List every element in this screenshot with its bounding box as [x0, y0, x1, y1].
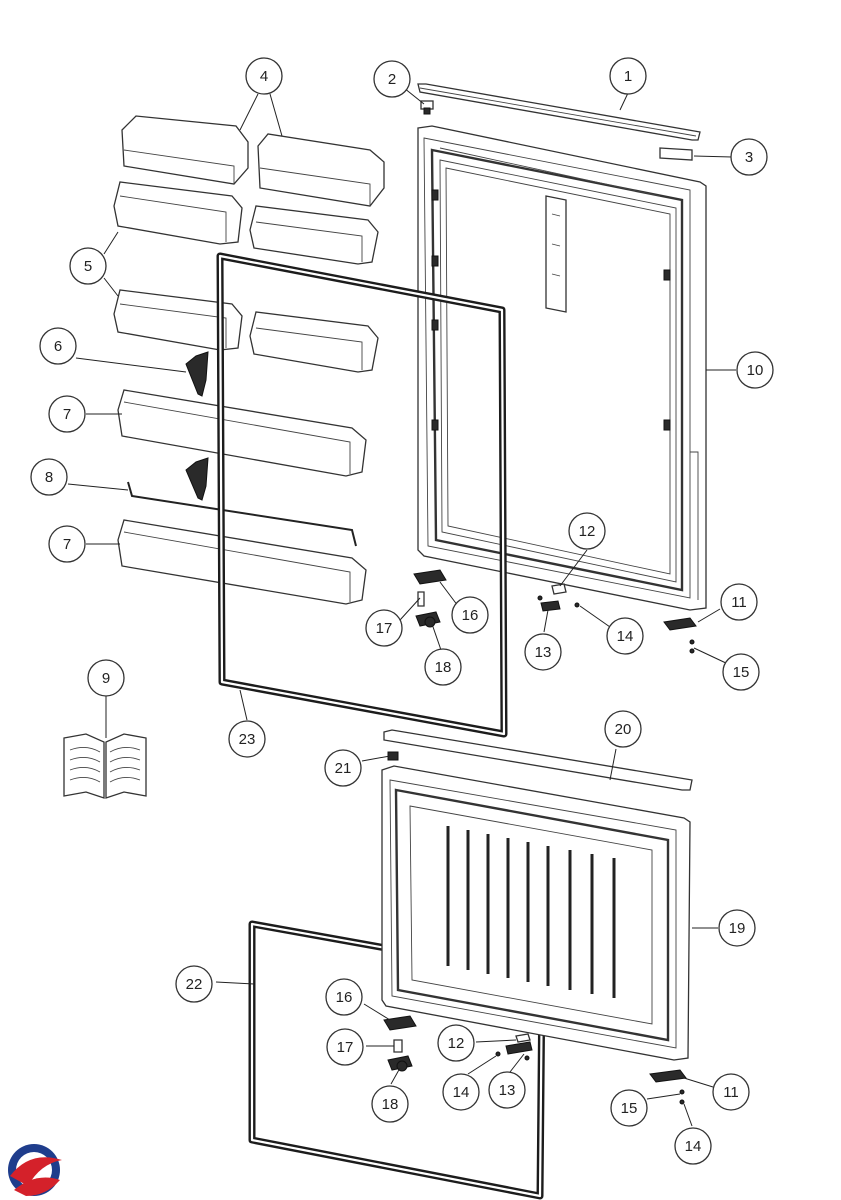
callout-8: 8 — [30, 458, 68, 496]
freezer-top-trim — [383, 729, 693, 791]
fridge-door-gasket — [216, 252, 508, 738]
svg-text:3: 3 — [745, 149, 753, 166]
callout-17a: 17 — [365, 609, 403, 647]
fridge-door-top-trim — [417, 83, 701, 141]
callout-13a: 13 — [524, 633, 562, 671]
svg-text:18: 18 — [435, 659, 452, 676]
svg-text:6: 6 — [54, 338, 62, 355]
long-bin-2 — [117, 519, 367, 605]
callout-6: 6 — [39, 327, 77, 365]
manual-book-icon — [63, 733, 147, 799]
callout-12b: 12 — [437, 1024, 475, 1062]
bin-cover-right — [257, 133, 385, 207]
upper-stopper-parts — [537, 583, 697, 654]
leader-lines — [67, 87, 736, 1127]
callouts: 1 2 3 4 5 6 7 8 7 9 10 11 12 13 14 15 16… — [30, 57, 774, 1165]
callout-15b: 15 — [610, 1089, 648, 1127]
callout-11a: 11 — [720, 583, 758, 621]
callout-13b: 13 — [488, 1071, 526, 1109]
callout-1: 1 — [609, 57, 647, 95]
small-bin-3 — [113, 289, 243, 351]
callout-23: 23 — [228, 720, 266, 758]
callout-7a: 7 — [48, 395, 86, 433]
svg-text:13: 13 — [535, 644, 552, 661]
door-bins — [113, 115, 385, 605]
svg-text:17: 17 — [376, 620, 393, 637]
callout-14b: 14 — [442, 1073, 480, 1111]
svg-text:2: 2 — [388, 71, 396, 88]
svg-text:16: 16 — [462, 607, 479, 624]
svg-text:22: 22 — [186, 976, 203, 993]
svg-text:4: 4 — [260, 68, 268, 85]
callout-10: 10 — [736, 351, 774, 389]
callout-2: 2 — [373, 60, 411, 98]
top-hinge-bushing — [420, 100, 434, 115]
svg-text:1: 1 — [624, 68, 632, 85]
svg-text:18: 18 — [382, 1096, 399, 1113]
callout-3: 3 — [730, 138, 768, 176]
freezer-door-assembly — [381, 729, 693, 1105]
svg-text:8: 8 — [45, 469, 53, 486]
callout-9: 9 — [87, 659, 125, 697]
callout-18a: 18 — [424, 648, 462, 686]
svg-text:15: 15 — [621, 1100, 638, 1117]
bin-clip-1 — [185, 351, 209, 397]
callout-5: 5 — [69, 247, 107, 285]
svg-text:21: 21 — [335, 760, 352, 777]
callout-22: 22 — [175, 965, 213, 1003]
long-bin-1 — [117, 389, 367, 477]
svg-text:7: 7 — [63, 536, 71, 553]
callout-12a: 12 — [568, 512, 606, 550]
upper-lower-hinge-set — [413, 569, 447, 628]
callout-14a: 14 — [606, 617, 644, 655]
callout-4: 4 — [245, 57, 283, 95]
callout-20: 20 — [604, 710, 642, 748]
callout-19: 19 — [718, 909, 756, 947]
svg-text:19: 19 — [729, 920, 746, 937]
svg-text:11: 11 — [723, 1084, 739, 1101]
bin-clip-2 — [185, 457, 209, 501]
svg-text:11: 11 — [731, 594, 747, 611]
svg-text:10: 10 — [747, 362, 764, 379]
svg-text:14: 14 — [453, 1084, 470, 1101]
svg-text:12: 12 — [448, 1035, 465, 1052]
svg-text:7: 7 — [63, 406, 71, 423]
svg-text:9: 9 — [102, 670, 110, 687]
svg-text:14: 14 — [685, 1138, 702, 1155]
svg-text:12: 12 — [579, 523, 596, 540]
door-cover-cap — [659, 147, 693, 161]
brand-logo — [8, 1144, 62, 1196]
callout-18b: 18 — [371, 1085, 409, 1123]
callout-16b: 16 — [325, 978, 363, 1016]
callout-14c: 14 — [674, 1127, 712, 1165]
small-bin-1 — [113, 181, 243, 245]
svg-text:20: 20 — [615, 721, 632, 738]
callout-7b: 7 — [48, 525, 86, 563]
svg-text:14: 14 — [617, 628, 634, 645]
callout-15a: 15 — [722, 653, 760, 691]
callout-21: 21 — [324, 749, 362, 787]
svg-text:16: 16 — [336, 989, 353, 1006]
callout-11b: 11 — [712, 1073, 750, 1111]
small-bin-4 — [249, 311, 379, 373]
small-bin-2 — [249, 205, 379, 265]
svg-text:17: 17 — [337, 1039, 354, 1056]
callout-16a: 16 — [451, 596, 489, 634]
bin-rod — [127, 481, 357, 547]
callout-17b: 17 — [326, 1028, 364, 1066]
bin-cover-left — [121, 115, 249, 185]
fridge-door-frame — [417, 125, 707, 611]
svg-text:23: 23 — [239, 731, 256, 748]
fridge-door-assembly — [413, 83, 707, 654]
svg-text:13: 13 — [499, 1082, 516, 1099]
svg-text:5: 5 — [84, 258, 92, 275]
svg-text:15: 15 — [733, 664, 750, 681]
